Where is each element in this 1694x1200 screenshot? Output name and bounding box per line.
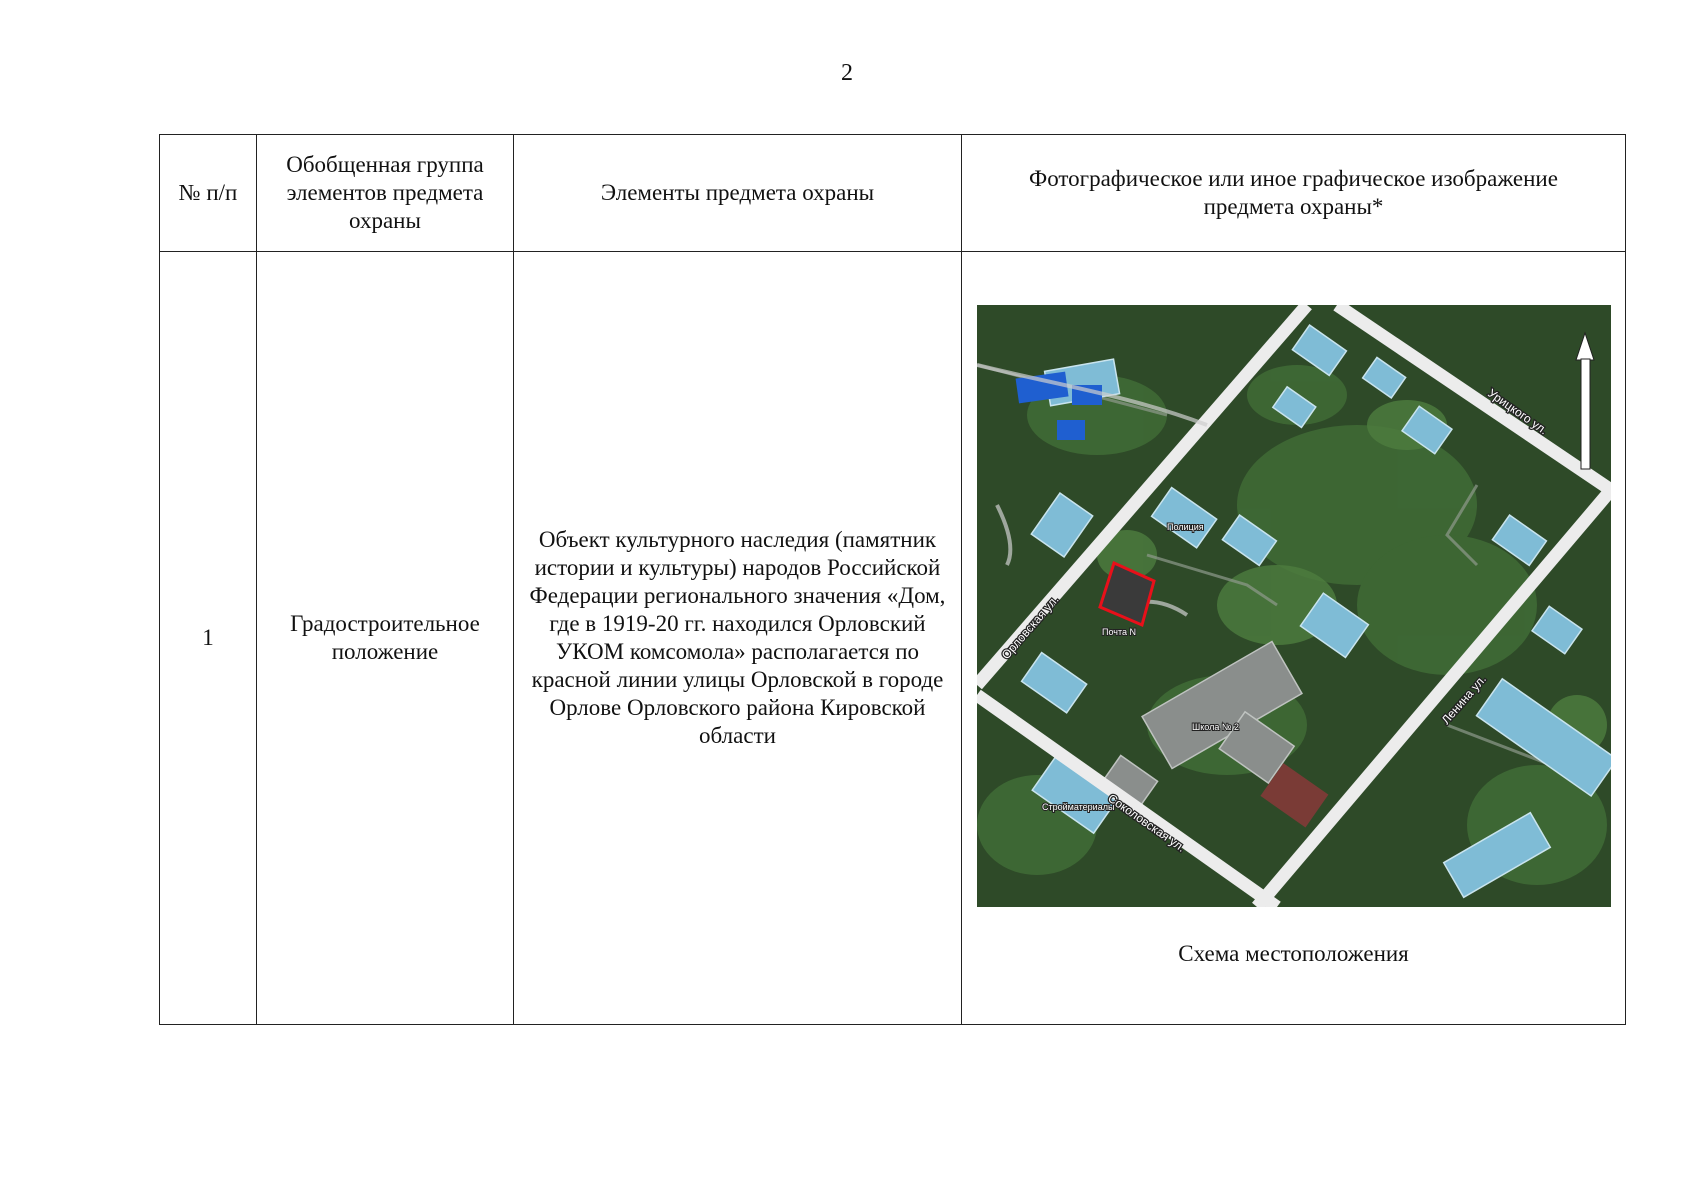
row-num: 1 xyxy=(159,251,257,1025)
row-image-cell: Орловская ул. Ленина ул. Соколовская ул.… xyxy=(961,251,1626,1025)
row-group: Градостроительное положение xyxy=(256,251,514,1025)
header-elements: Элементы предмета охраны xyxy=(513,134,962,252)
map-caption: Схема местоположения xyxy=(1178,941,1409,966)
header-image: Фотографическое или иное графическое изо… xyxy=(961,134,1626,252)
north-arrow-icon xyxy=(1575,331,1595,470)
location-map: Орловская ул. Ленина ул. Соколовская ул.… xyxy=(977,305,1611,907)
protection-elements-table: № п/п Обобщенная группа элементов предме… xyxy=(159,134,1626,1025)
poi-label-police: Полиция xyxy=(1167,522,1204,532)
poi-label-post: Почта N xyxy=(1102,627,1136,637)
table-row: 1 Градостроительное положение Объект кул… xyxy=(159,251,1626,1025)
page-number: 2 xyxy=(841,60,853,86)
header-group: Обобщенная группа элементов предмета охр… xyxy=(256,134,514,252)
poi-label-school: Школа № 2 xyxy=(1192,722,1239,732)
header-num: № п/п xyxy=(159,134,257,252)
table-header-row: № п/п Обобщенная группа элементов предме… xyxy=(159,134,1626,252)
poi-label-store: Стройматериалы xyxy=(1042,802,1114,812)
row-elements: Объект культурного наследия (памятник ис… xyxy=(513,251,962,1025)
